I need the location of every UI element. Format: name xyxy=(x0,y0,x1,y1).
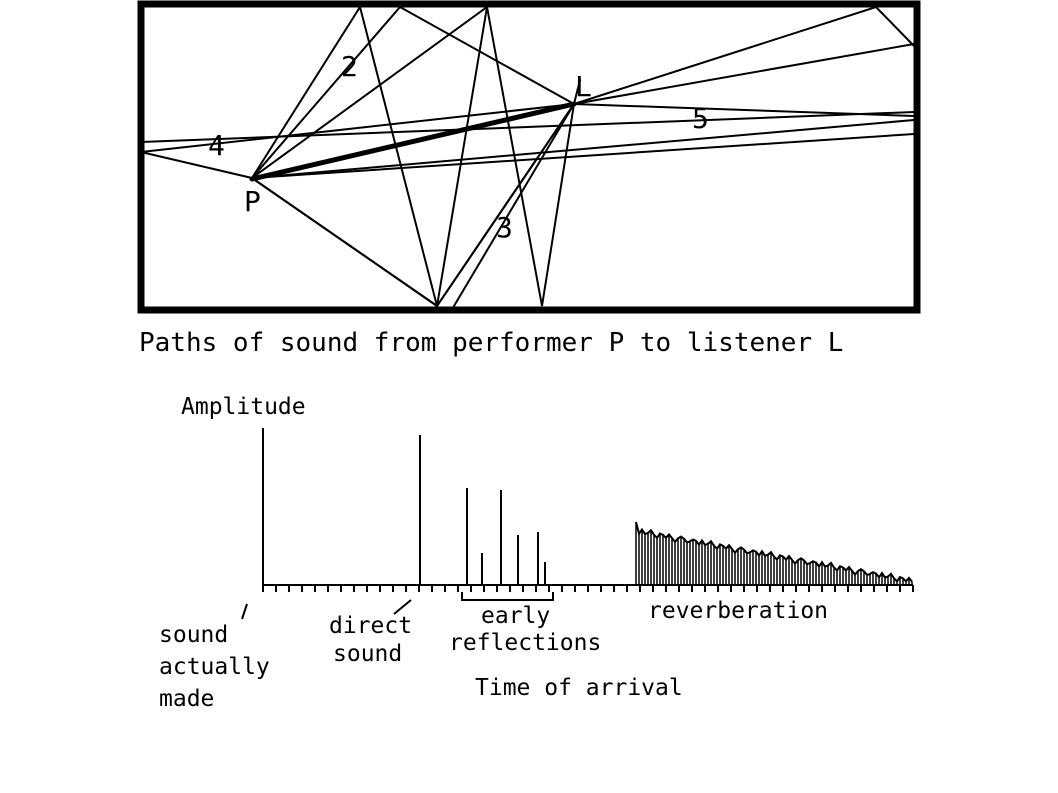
path-label-5: 5 xyxy=(692,102,709,135)
path-4b xyxy=(140,111,915,143)
path-high-e xyxy=(573,43,915,105)
room-diagram: P L 2 3 4 5 xyxy=(137,0,921,314)
y-axis-label: Amplitude xyxy=(181,394,306,420)
room-diagram-caption: Paths of sound from performer P to liste… xyxy=(139,328,843,358)
pointer-sound-made xyxy=(241,603,248,620)
path-2 xyxy=(251,4,575,309)
annotation-early-reflections: early reflections xyxy=(449,603,601,656)
sound-paths xyxy=(140,4,915,309)
listener-label: L xyxy=(575,70,592,103)
annotation-direct-sound-line2: sound xyxy=(333,641,402,667)
direct-path xyxy=(249,101,577,182)
path-4 xyxy=(140,103,575,179)
path-high-a xyxy=(251,5,575,307)
path-label-4: 4 xyxy=(208,129,225,162)
path-label-2: 2 xyxy=(341,50,358,83)
x-axis-label: Time of arrival xyxy=(475,675,683,701)
path-high-c xyxy=(453,79,581,307)
annotation-sound-made-line3: made xyxy=(159,686,214,712)
time-axis xyxy=(262,584,914,592)
annotation-early-reflections-line1: early xyxy=(481,603,550,629)
path-5b xyxy=(573,103,915,117)
path-3b xyxy=(251,5,575,179)
reverb-envelope xyxy=(635,521,913,583)
annotation-sound-made: sound actually made xyxy=(159,622,284,712)
annotation-sound-made-line2: actually xyxy=(159,654,270,680)
annotation-early-reflections-line2: reflections xyxy=(449,630,601,656)
path-high-b xyxy=(251,6,488,308)
performer-label: P xyxy=(244,185,261,218)
echogram: Amplitude sound actually made xyxy=(159,394,914,712)
room-border xyxy=(137,0,921,314)
annotation-reverberation: reverberation xyxy=(648,598,828,624)
path-5 xyxy=(251,133,915,179)
early-reflections-bracket xyxy=(461,592,554,601)
path-5c xyxy=(251,119,915,179)
path-label-3: 3 xyxy=(496,211,513,244)
path-high-d xyxy=(573,5,915,105)
reverberation-tail xyxy=(635,521,913,585)
pointer-direct-sound xyxy=(393,599,412,615)
annotation-sound-made-line1: sound xyxy=(159,622,228,648)
annotation-direct-sound-line1: direct xyxy=(329,613,412,639)
annotation-direct-sound: direct sound xyxy=(329,613,426,667)
impulses xyxy=(262,428,546,585)
